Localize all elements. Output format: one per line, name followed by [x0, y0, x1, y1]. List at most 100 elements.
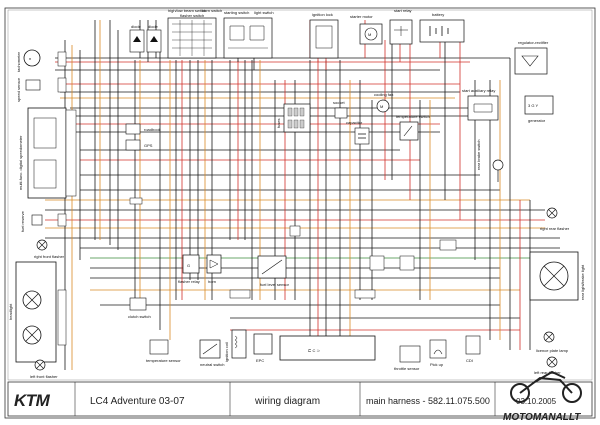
svg-text:M: M — [368, 32, 371, 37]
left-rear-flasher-symbol — [546, 356, 558, 368]
watermark-text: MOTOMANALLT — [503, 412, 581, 423]
cdi-small-symbol — [465, 335, 481, 355]
speed-sensor-label: speed sensor — [16, 77, 21, 102]
ignition-lock-symbol — [309, 19, 339, 59]
regulator-label: regulator-rectifier — [518, 40, 549, 45]
rear-brake-switch-symbol — [492, 159, 504, 182]
clutch-switch-label: clutch switch — [128, 314, 151, 319]
rear-light-label: rear light/brake light — [580, 264, 585, 300]
horn-label: horn — [208, 279, 216, 284]
right-rear-flasher-symbol — [546, 207, 558, 219]
svg-text:n: n — [29, 56, 31, 61]
fuel-reserve-label: fuel reserve — [20, 210, 25, 232]
start-light-switch-symbol — [223, 17, 273, 59]
generator-symbol: 3 G Y — [524, 95, 554, 115]
cooling-fan-label: cooling fan — [374, 92, 393, 97]
neutral-switch-symbol — [199, 339, 221, 359]
roadbook-gps-symbol — [125, 123, 141, 151]
cdi-symbols-text: ⊏ C ⊃ — [308, 348, 320, 353]
right-front-flasher-symbol — [36, 239, 48, 251]
title-block — [7, 381, 593, 417]
neutral-switch-label: neutral switch — [200, 362, 224, 367]
starting-switch-label: starting switch — [224, 10, 249, 15]
gps-label: GPS — [144, 143, 153, 148]
headlight-symbol — [15, 261, 67, 363]
left-front-flasher-symbol — [34, 359, 46, 371]
fuel-reserve-symbol — [31, 213, 67, 227]
epc-label: EPC — [256, 358, 264, 363]
left-rear-flasher-label: left rear flasher — [534, 370, 561, 375]
diode-label-1: diode — [131, 24, 142, 29]
highlow-beam-switch-label: high/low beam switch — [168, 8, 206, 13]
licence-plate-lamp-symbol — [543, 331, 555, 343]
temperature-sensor-symbol — [149, 339, 169, 355]
ktm-logo: KTM — [14, 391, 51, 410]
ignition-coil-label: ignition coil — [224, 342, 229, 362]
diagram-type: wiring diagram — [254, 396, 320, 407]
horn-switch-label: horn switch — [202, 8, 222, 13]
start-relay-symbol — [389, 19, 413, 45]
rear-light-symbol — [529, 251, 579, 301]
motorcycle-watermark-icon — [510, 370, 582, 403]
starter-motor-symbol: M — [359, 23, 383, 45]
start-aux-relay-symbol — [467, 95, 499, 121]
socket-symbol — [334, 107, 348, 119]
start-relay-label: start relay — [394, 8, 412, 13]
drawing-border — [7, 9, 593, 381]
diode-label-2: diode — [148, 24, 159, 29]
cdi-symbol — [279, 335, 376, 361]
generator-label: generator — [528, 118, 546, 123]
battery-symbol — [419, 19, 465, 43]
capacitor-label: capacitor — [346, 120, 363, 125]
temperature-switch-label: temperature switch — [396, 114, 430, 119]
tachometer-label: tachometer — [16, 51, 21, 72]
light-switch-label: light switch — [254, 10, 274, 15]
svg-text:M: M — [380, 104, 383, 109]
flasher-relay-symbol: G — [182, 254, 200, 274]
sheet-number: main harness - 582.11.075.500 — [366, 396, 490, 406]
throttle-sensor-symbol — [399, 345, 421, 363]
socket-label: socket — [333, 100, 345, 105]
connector-blocks — [129, 197, 457, 299]
model-title: LC4 Adventure 03-07 — [90, 396, 185, 407]
tachometer-symbol: n — [23, 49, 67, 67]
flasher-relay-label: flasher relay — [178, 279, 200, 284]
cdi-label: CDI — [466, 358, 473, 363]
left-front-flasher-label: left front flasher — [30, 374, 58, 379]
cooling-fan-symbol: M — [376, 99, 390, 113]
starter-motor-label: starter motor — [350, 14, 373, 19]
right-front-flasher-label: right front flasher — [34, 254, 65, 259]
ignition-coil-symbol — [231, 329, 247, 359]
pick-up-label: Pick up — [430, 362, 444, 367]
epc-symbol — [253, 333, 273, 355]
cockpit-label: multi-func. digital speedometer — [18, 135, 23, 190]
capacitor-symbol — [354, 127, 370, 145]
handlebar-switch-symbol — [167, 17, 217, 59]
fuel-level-sensor-symbol — [257, 255, 287, 279]
fuses-symbol — [283, 103, 311, 133]
wire-harness — [45, 20, 560, 370]
horn-symbol — [206, 254, 222, 274]
licence-plate-lamp-label: licence plate lamp — [536, 348, 569, 353]
cockpit-symbol — [27, 107, 77, 199]
regulator-symbol — [514, 47, 548, 75]
temperature-sensor-label: temperature sensor — [146, 358, 181, 363]
right-rear-flasher-label: right rear flasher — [540, 226, 570, 231]
start-aux-relay-label: start auxiliary relay — [462, 88, 495, 93]
throttle-sensor-label: throttle sensor — [394, 366, 420, 371]
temperature-switch-symbol — [399, 121, 419, 141]
battery-label: battery — [432, 12, 444, 17]
headlight-label: headlight — [8, 303, 13, 320]
roadbook-label: roadbook — [144, 127, 161, 132]
diode-symbols — [129, 29, 162, 53]
svg-text:G: G — [187, 263, 190, 268]
pick-up-symbol — [429, 339, 447, 359]
fuel-level-sensor-label: fuel level sensor — [260, 282, 290, 287]
speed-sensor-symbol — [25, 77, 67, 93]
fuses-label: fuses — [276, 118, 281, 128]
page-frame — [4, 7, 596, 419]
clutch-switch-symbol — [129, 297, 147, 311]
svg-text:3 G Y: 3 G Y — [528, 103, 538, 108]
rear-brake-switch-label: rear brake switch — [476, 140, 481, 170]
